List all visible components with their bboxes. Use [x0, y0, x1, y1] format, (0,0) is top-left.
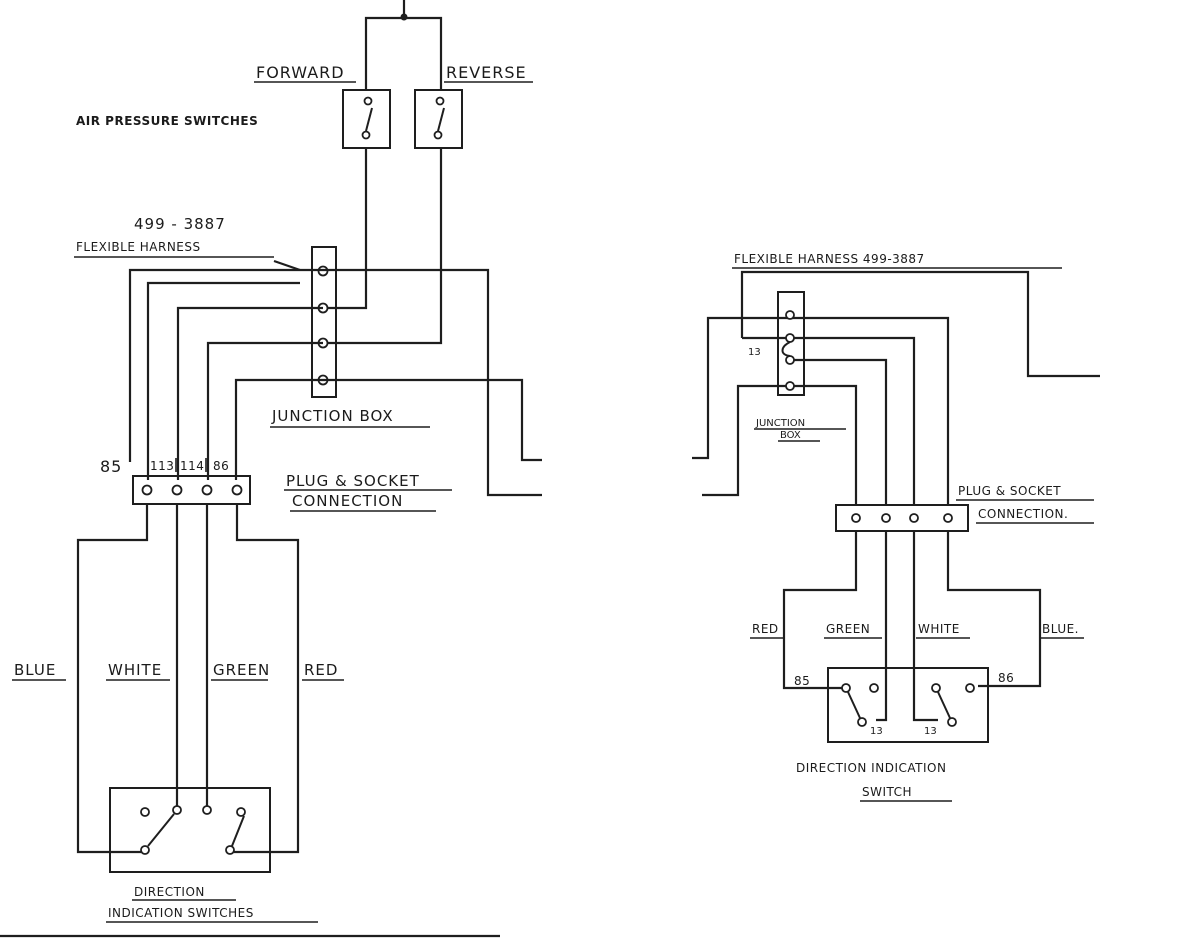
- junction-box-label: JUNCTION BOX: [271, 407, 394, 425]
- plug-socket-label-line2: CONNECTION: [292, 492, 403, 510]
- pin-label-86: 86: [213, 459, 229, 473]
- forward-label: FORWARD: [256, 63, 345, 82]
- right-plug-label-line2: CONNECTION.: [978, 507, 1068, 521]
- right-plug-socket: [835, 504, 969, 532]
- right-diagram: FLEXIBLE HARNESS 499-3887 13 JUNCTION BO…: [692, 252, 1100, 802]
- wire-label-white: WHITE: [108, 661, 162, 679]
- right-junction-label-line2: BOX: [780, 430, 801, 441]
- flexible-harness-label: FLEXIBLE HARNESS: [76, 240, 201, 254]
- wire-label-blue: BLUE: [14, 661, 56, 679]
- right-switch-label-line2: SWITCH: [862, 785, 912, 799]
- right-wire-label-blue: BLUE.: [1042, 622, 1079, 636]
- right-harness-label: FLEXIBLE HARNESS 499-3887: [734, 252, 925, 266]
- air-pressure-switch-reverse: [414, 89, 463, 149]
- direction-label-line1: DIRECTION: [134, 885, 205, 899]
- air-pressure-switch-forward: [342, 89, 391, 149]
- junction-pin-label-13: 13: [748, 347, 761, 358]
- pin-label-85: 85: [100, 457, 122, 476]
- air-pressure-switches-label: AIR PRESSURE SWITCHES: [76, 114, 258, 128]
- right-junction-label-line1: JUNCTION: [755, 418, 805, 429]
- right-wire-label-white: WHITE: [918, 622, 960, 636]
- left-direction-indication-switches: [109, 787, 271, 873]
- harness-number-label: 499 - 3887: [134, 215, 226, 233]
- wire-label-green: GREEN: [213, 661, 270, 679]
- right-switch-label-line1: DIRECTION INDICATION: [796, 761, 946, 775]
- left-plug-socket: [132, 475, 251, 505]
- right-switch-pin-86: 86: [998, 671, 1014, 685]
- right-switch-inner-pin-a: 13: [870, 726, 883, 737]
- reverse-label: REVERSE: [446, 63, 527, 82]
- right-wire-label-red: RED: [752, 622, 779, 636]
- left-supply-feed: [364, 0, 443, 90]
- plug-socket-label-line1: PLUG & SOCKET: [286, 472, 420, 490]
- right-switch-pin-85: 85: [794, 674, 810, 688]
- wire-label-red: RED: [304, 661, 338, 679]
- direction-label-line2: INDICATION SWITCHES: [108, 906, 254, 920]
- pin-label-113: 113: [150, 459, 174, 473]
- right-wire-label-green: GREEN: [826, 622, 870, 636]
- right-plug-label-line1: PLUG & SOCKET: [958, 484, 1061, 498]
- right-direction-indication-switch: [827, 667, 989, 743]
- left-diagram: FORWARD REVERSE AIR PRESSURE SWITCHES 49…: [0, 0, 542, 938]
- pin-label-114: 114: [180, 459, 204, 473]
- right-switch-inner-pin-b: 13: [924, 726, 937, 737]
- right-junction-box: [777, 291, 805, 396]
